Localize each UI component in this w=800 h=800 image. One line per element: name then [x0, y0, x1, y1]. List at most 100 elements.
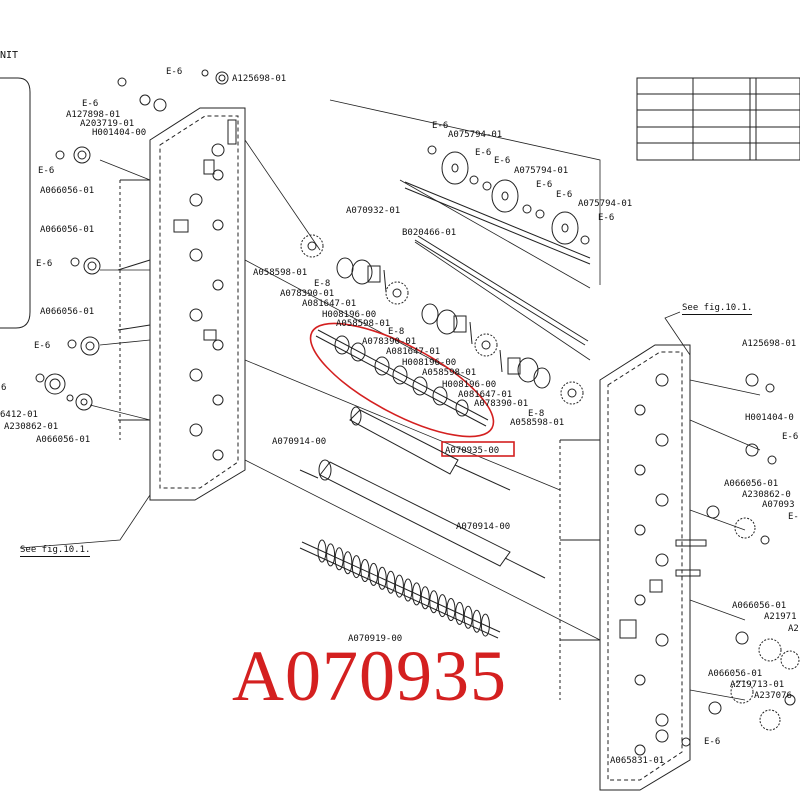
- label-a081647-1: A081647-01: [302, 299, 356, 309]
- label-a125698-top: A125698-01: [232, 74, 286, 84]
- roller-ridge: [412, 582, 422, 606]
- roller-ridge: [334, 547, 344, 571]
- label-a058598-1: A058598-01: [253, 268, 307, 278]
- see-fig-right-link[interactable]: See fig.10.1.: [682, 303, 753, 315]
- unit-frame-outline: [0, 77, 31, 329]
- middle-gear-assembly: [300, 234, 584, 405]
- upper-shaft-a070932: [404, 145, 591, 265]
- shaft-b020466: [414, 235, 589, 346]
- label-a078390-1: A078390-01: [280, 289, 334, 299]
- label-e6-a: E-6: [82, 99, 98, 109]
- roller-ridge: [420, 586, 430, 610]
- label-a066056-7: A066056-01: [708, 669, 762, 679]
- label-a075794-2: A075794-01: [514, 166, 568, 176]
- label-a219713: A219713-01: [730, 680, 784, 690]
- label-e6-e: E-6: [432, 121, 448, 131]
- label-a125698-right: A125698-01: [742, 339, 796, 349]
- label-a078390-3: A078390-01: [474, 399, 528, 409]
- label-six: 6: [1, 383, 6, 393]
- label-a081647-2: A081647-01: [386, 347, 440, 357]
- unit-header: NIT: [0, 50, 19, 61]
- label-a081647-3: A081647-01: [458, 390, 512, 400]
- left-side-frame: [117, 107, 246, 501]
- highlight-label-box: [441, 441, 515, 457]
- roller-ridge: [377, 566, 387, 590]
- label-a070914-1: A070914-00: [272, 437, 326, 447]
- label-a070914-2: A070914-00: [456, 522, 510, 532]
- label-a066056-1: A066056-01: [40, 186, 94, 196]
- label-h001404-left: H001404-00: [92, 128, 146, 138]
- label-a065831: A065831-01: [610, 756, 664, 766]
- label-e-right: E-: [788, 512, 799, 522]
- label-a070935-box: A070935-00: [445, 446, 499, 456]
- right-frame-holes: [619, 373, 707, 756]
- label-a075794-1: A075794-01: [448, 130, 502, 140]
- label-e8-3: E-8: [528, 409, 544, 419]
- label-a21971: A21971: [764, 612, 797, 622]
- roller-ridge: [394, 574, 404, 598]
- label-a058598-3: A058598-01: [422, 368, 476, 378]
- shaft-a070935: [315, 329, 489, 427]
- label-a07093: A07093: [762, 500, 795, 510]
- roller-a070914-upper: [349, 406, 511, 491]
- roller-ridges: [317, 539, 490, 637]
- label-e6-top: E-6: [166, 67, 182, 77]
- label-a066056-3: A066056-01: [40, 307, 94, 317]
- roller-ridge: [360, 559, 370, 582]
- roller-a070914-lower: [299, 459, 546, 579]
- label-e6-d: E-6: [34, 341, 50, 351]
- roller-ridge: [351, 555, 361, 579]
- label-a230862-right: A230862-0: [742, 490, 791, 500]
- label-a066056-4: A066056-01: [36, 435, 90, 445]
- label-b020466: B020466-01: [402, 228, 456, 238]
- roller-ridge: [446, 598, 456, 621]
- top-left-parts: [35, 69, 229, 411]
- label-a203719: A203719-01: [80, 119, 134, 129]
- label-a058598-4: A058598-01: [510, 418, 564, 428]
- label-a075794-3: A075794-01: [578, 199, 632, 209]
- parts-table: [636, 77, 800, 161]
- label-a078390-2: A078390-01: [362, 337, 416, 347]
- label-a230862-left: A230862-01: [4, 422, 58, 432]
- label-h001404-right: H001404-0: [745, 413, 794, 423]
- label-a058598-2: A058598-01: [336, 319, 390, 329]
- leader-lines: [19, 99, 761, 701]
- highlight-part-number: A070935: [232, 636, 507, 716]
- roller-ridge: [437, 594, 447, 618]
- right-side-parts: [655, 373, 800, 747]
- label-e6-c: E-6: [36, 259, 52, 269]
- roller-ridge: [369, 562, 379, 586]
- part-labels: A125698-01 E-6 E-6 A127898-01 A203719-01…: [0, 67, 799, 766]
- roller-ridge: [472, 609, 482, 633]
- label-e6-l: E-6: [704, 737, 720, 747]
- roller-a070919: [299, 541, 501, 639]
- roller-ridge: [455, 601, 465, 625]
- roller-ridge: [463, 605, 473, 629]
- label-e6-i: E-6: [556, 190, 572, 200]
- label-a066056-6: A066056-01: [732, 601, 786, 611]
- roller-ridge: [480, 613, 490, 637]
- label-e6-f: E-6: [475, 148, 491, 158]
- label-h008196-1: H008196-00: [322, 310, 376, 320]
- label-e6-k: E-6: [782, 432, 798, 442]
- label-e6-b: E-6: [38, 166, 54, 176]
- label-a237076: A237076: [754, 691, 792, 701]
- roller-ridge: [326, 543, 336, 567]
- roller-ridge: [386, 570, 396, 594]
- left-frame-holes: [173, 119, 237, 461]
- label-a070919: A070919-00: [348, 634, 402, 644]
- label-e6-g: E-6: [494, 156, 510, 166]
- highlight-ellipse: [309, 322, 495, 438]
- right-side-frame: [559, 344, 691, 791]
- label-6412: 6412-01: [0, 410, 38, 420]
- roller-ridge: [429, 590, 439, 614]
- roller-ridge: [403, 578, 413, 602]
- label-a066056-5: A066056-01: [724, 479, 778, 489]
- label-e6-j: E-6: [598, 213, 614, 223]
- label-a127898: A127898-01: [66, 110, 120, 120]
- roller-ridge: [343, 551, 353, 575]
- label-a066056-2: A066056-01: [40, 225, 94, 235]
- label-e6-h: E-6: [536, 180, 552, 190]
- see-fig-left-link[interactable]: See fig.10.1.: [20, 545, 91, 557]
